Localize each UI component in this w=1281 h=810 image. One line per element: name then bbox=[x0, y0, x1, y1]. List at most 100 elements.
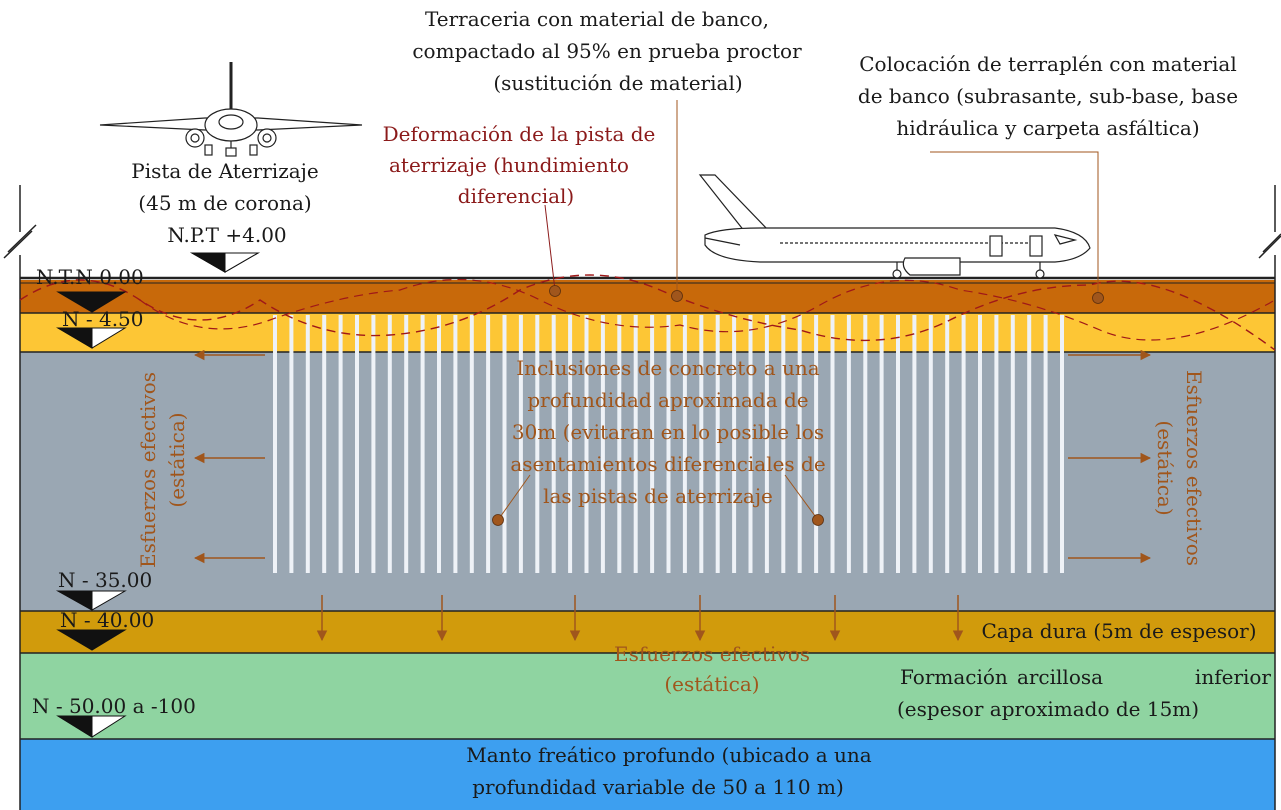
stress-arrows bbox=[193, 349, 1152, 642]
inclusion-pile bbox=[355, 315, 359, 573]
terraceria-line-1: Terraceria con material de banco, bbox=[425, 7, 769, 31]
inclusion-pile bbox=[289, 315, 294, 573]
capa-dura-label: Capa dura (5m de espesor) bbox=[981, 619, 1256, 643]
esfuerzos-bottom-line-2: (estática) bbox=[664, 672, 759, 696]
inclusion-pile bbox=[715, 315, 720, 573]
concrete-inclusions bbox=[273, 315, 1064, 573]
esfuerzos-left-line-1: Esfuerzos efectivos bbox=[136, 372, 160, 568]
inclusion-pile bbox=[1043, 315, 1048, 573]
inclusion-pile bbox=[486, 315, 491, 573]
inclusion-pile bbox=[650, 315, 655, 573]
inclusion-pile bbox=[633, 315, 638, 573]
inclusiones-line-1: Inclusiones de concreto a una bbox=[516, 356, 819, 380]
inclusion-pile bbox=[764, 315, 769, 573]
airplane-front-icon bbox=[99, 62, 363, 157]
inclusion-pile bbox=[846, 315, 851, 573]
inclusion-pile bbox=[322, 315, 327, 573]
inclusion-pile bbox=[879, 315, 884, 573]
inclusion-pile bbox=[600, 315, 605, 573]
inclusion-pile bbox=[945, 315, 950, 573]
layer-boundaries bbox=[19, 276, 1276, 810]
inclusion-pile bbox=[420, 315, 425, 573]
inclusion-pile bbox=[1010, 315, 1015, 573]
level-n5000: N - 50.00 a -100 bbox=[32, 694, 196, 718]
inclusion-pile bbox=[928, 315, 933, 573]
pista-line-1: Pista de Aterrizaje bbox=[131, 159, 318, 183]
inclusiones-line-2: profundidad aproximada de bbox=[527, 388, 808, 412]
terraplen-line-3: hidráulica y carpeta asfáltica) bbox=[896, 116, 1199, 140]
inclusiones-line-5: las pistas de aterrizaje bbox=[543, 484, 773, 508]
pista-line-3: N.P.T +4.00 bbox=[167, 223, 286, 247]
terraplen-line-1: Colocación de terraplén con material bbox=[859, 52, 1237, 76]
formacion-word-1: Formación bbox=[900, 665, 1008, 689]
deformacion-line-2: aterrizaje (hundimiento bbox=[389, 153, 629, 177]
inclusion-pile bbox=[535, 315, 540, 573]
inclusion-pile bbox=[584, 315, 589, 573]
inclusion-pile bbox=[814, 315, 819, 573]
inclusion-pile bbox=[273, 315, 277, 573]
formacion-word-2: arcillosa bbox=[1017, 665, 1103, 689]
manto-line-1: Manto freático profundo (ubicado a una bbox=[466, 743, 871, 767]
inclusion-pile bbox=[502, 315, 507, 573]
inclusion-pile bbox=[896, 315, 900, 573]
inclusion-pile bbox=[469, 315, 474, 573]
leader-lines bbox=[497, 100, 1099, 521]
break-symbol-right bbox=[1258, 185, 1281, 278]
inclusion-pile bbox=[371, 315, 376, 573]
layer-sand bbox=[20, 313, 1275, 352]
inclusion-pile bbox=[666, 315, 671, 573]
break-symbol-left bbox=[3, 185, 37, 278]
inclusion-pile bbox=[682, 315, 687, 573]
level-ntn: N.T.N 0.00 bbox=[36, 265, 144, 289]
inclusion-pile bbox=[1060, 315, 1064, 573]
inclusiones-line-3: 30m (evitaran en lo posible los bbox=[512, 420, 824, 444]
layer-lower-clay bbox=[20, 653, 1275, 739]
pista-line-2: (45 m de corona) bbox=[138, 191, 311, 215]
inclusion-pile bbox=[748, 315, 753, 573]
inclusion-pile bbox=[453, 315, 458, 573]
inclusion-pile bbox=[797, 315, 802, 573]
esfuerzos-right-line-2: (estática) bbox=[1153, 420, 1177, 515]
inclusion-pile bbox=[387, 315, 392, 573]
inclusion-pile bbox=[699, 315, 704, 573]
inclusion-pile bbox=[518, 315, 523, 573]
inclusion-pile bbox=[437, 315, 441, 573]
level-n4000: N - 40.00 bbox=[60, 608, 154, 632]
airplane-side-icon bbox=[698, 174, 1091, 279]
inclusion-pile bbox=[863, 315, 868, 573]
inclusion-pile bbox=[338, 315, 343, 573]
leader-dots bbox=[492, 285, 1104, 526]
inclusion-pile bbox=[551, 315, 556, 573]
deformation-wave bbox=[19, 274, 1276, 351]
formacion-word-3: inferior bbox=[1195, 665, 1272, 689]
terraceria-line-3: (sustitución de material) bbox=[493, 71, 742, 95]
layer-water bbox=[20, 739, 1275, 810]
inclusion-pile bbox=[568, 315, 573, 573]
level-markers bbox=[56, 252, 260, 738]
esfuerzos-right-line-1: Esfuerzos efectivos bbox=[1182, 370, 1206, 566]
inclusion-pile bbox=[1027, 315, 1032, 573]
level-n450: N - 4.50 bbox=[62, 307, 144, 331]
inclusion-pile bbox=[994, 315, 999, 573]
inclusion-pile bbox=[978, 315, 982, 573]
inclusion-pile bbox=[830, 315, 835, 573]
layer-soft-clay bbox=[20, 352, 1275, 611]
inclusion-pile bbox=[617, 315, 622, 573]
inclusion-pile bbox=[781, 315, 786, 573]
inclusion-pile bbox=[961, 315, 966, 573]
inclusion-pile bbox=[404, 315, 409, 573]
esfuerzos-bottom-line-1: Esfuerzos efectivos bbox=[614, 642, 810, 666]
formacion-line-2: (espesor aproximado de 15m) bbox=[897, 697, 1199, 721]
deformacion-line-3: diferencial) bbox=[458, 184, 574, 208]
layer-hard bbox=[20, 611, 1275, 653]
inclusiones-line-4: asentamientos diferenciales de bbox=[510, 452, 825, 476]
terraplen-line-2: de banco (subrasante, sub-base, base bbox=[858, 84, 1238, 108]
deformation-wave-2 bbox=[139, 279, 1276, 341]
terraceria-line-2: compactado al 95% en prueba proctor bbox=[412, 39, 802, 63]
esfuerzos-left-line-2: (estática) bbox=[165, 412, 189, 507]
inclusion-pile bbox=[732, 315, 737, 573]
inclusion-pile bbox=[912, 315, 917, 573]
level-n3500: N - 35.00 bbox=[58, 568, 152, 592]
deformacion-line-1: Deformación de la pista de bbox=[383, 122, 656, 146]
